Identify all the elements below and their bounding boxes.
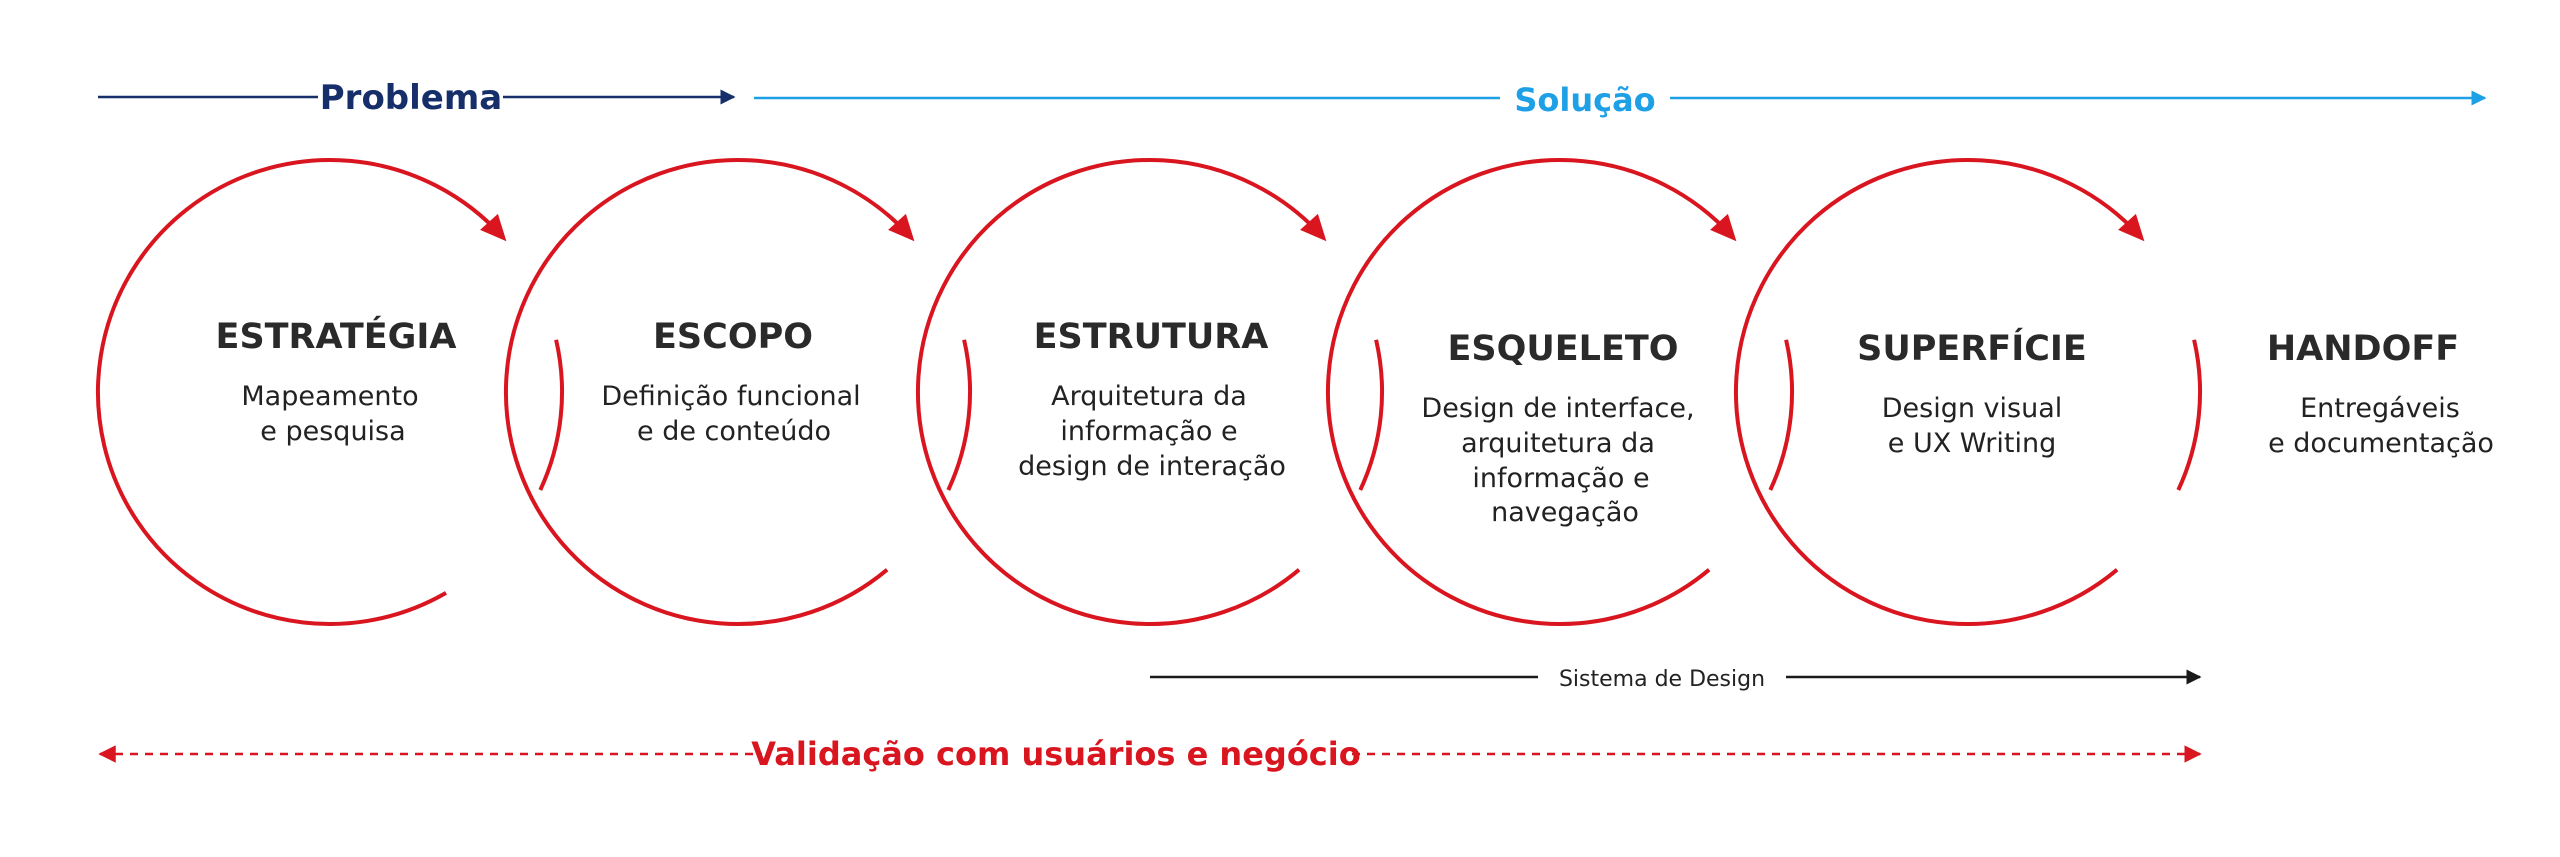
cycle-circle-estrutura	[915, 158, 1384, 626]
cycle-arrowhead	[2118, 213, 2145, 242]
cycle-arrowhead	[480, 213, 507, 242]
solution-label: Solução	[1514, 81, 1655, 119]
cycle-circle-superficie	[1733, 158, 2202, 626]
cycle-circle-esqueleto	[1325, 158, 1794, 626]
cycle-arrowhead	[1300, 213, 1327, 242]
phase-desc-line: e documentação	[2268, 428, 2494, 459]
validation-label: Validação com usuários e negócio	[751, 735, 1360, 773]
phase-title: SUPERFÍCIE	[1857, 327, 2087, 369]
cycle-arc	[1733, 158, 2142, 626]
phase-desc-line: informação e	[1060, 416, 1237, 447]
phase-estrutura: ESTRUTURA Arquitetura da informação e de…	[1018, 317, 1286, 482]
phase-desc-line: e UX Writing	[1888, 428, 2056, 459]
phase-esqueleto: ESQUELETO Design de interface, arquitetu…	[1421, 329, 1694, 528]
validation-bracket: Validação com usuários e negócio	[98, 735, 2202, 773]
cycle-circle-estrategia	[96, 158, 564, 626]
cycle-arc	[1325, 158, 1734, 626]
design-system-bracket: Sistema de Design	[1150, 667, 2202, 692]
cycle-arc-segment	[946, 339, 972, 491]
cycle-arc	[503, 158, 912, 626]
phase-title: ESTRATÉGIA	[216, 315, 457, 357]
phase-desc-line: informação e	[1472, 463, 1649, 494]
cycle-arrowhead	[888, 213, 915, 242]
phase-desc-line: Design visual	[1882, 393, 2063, 424]
phase-escopo: ESCOPO Definição funcional e de conteúdo	[601, 317, 860, 447]
solution-bracket: Solução	[754, 81, 2487, 119]
cycle-arc	[96, 158, 504, 626]
phase-desc-line: Definição funcional	[601, 381, 860, 412]
cycle-circle-escopo	[503, 158, 972, 626]
system-label: Sistema de Design	[1559, 667, 1765, 692]
problem-bracket: Problema	[98, 78, 736, 118]
phase-title: ESQUELETO	[1447, 329, 1678, 369]
cycle-arc-segment	[2176, 339, 2202, 491]
cycle-arc	[915, 158, 1324, 626]
phase-desc-line: navegação	[1491, 497, 1639, 528]
phase-desc-line: Mapeamento	[241, 381, 418, 412]
phase-desc-line: Arquitetura da	[1051, 381, 1247, 412]
cycle-arc-segment	[1358, 339, 1384, 491]
phase-desc-line: design de interação	[1018, 451, 1286, 482]
phase-desc-line: arquitetura da	[1461, 428, 1655, 459]
phase-title: ESTRUTURA	[1034, 317, 1269, 357]
phase-desc-line: Entregáveis	[2300, 393, 2460, 424]
phase-title: ESCOPO	[653, 317, 813, 357]
phase-superficie: SUPERFÍCIE Design visual e UX Writing	[1857, 327, 2087, 459]
cycle-arrowhead	[1710, 213, 1737, 242]
cycle-arc-segment	[1768, 339, 1794, 491]
phase-desc-line: Design de interface,	[1421, 393, 1694, 424]
phase-desc-line: e de conteúdo	[637, 416, 831, 447]
cycle-arc-segment	[538, 339, 564, 491]
phase-cycles	[96, 158, 2202, 626]
problem-label: Problema	[320, 78, 502, 118]
phase-title: HANDOFF	[2267, 329, 2459, 369]
phase-estrategia: ESTRATÉGIA Mapeamento e pesquisa	[216, 315, 457, 447]
phase-desc-line: e pesquisa	[260, 416, 405, 447]
phase-handoff: HANDOFF Entregáveis e documentação	[2267, 329, 2494, 459]
